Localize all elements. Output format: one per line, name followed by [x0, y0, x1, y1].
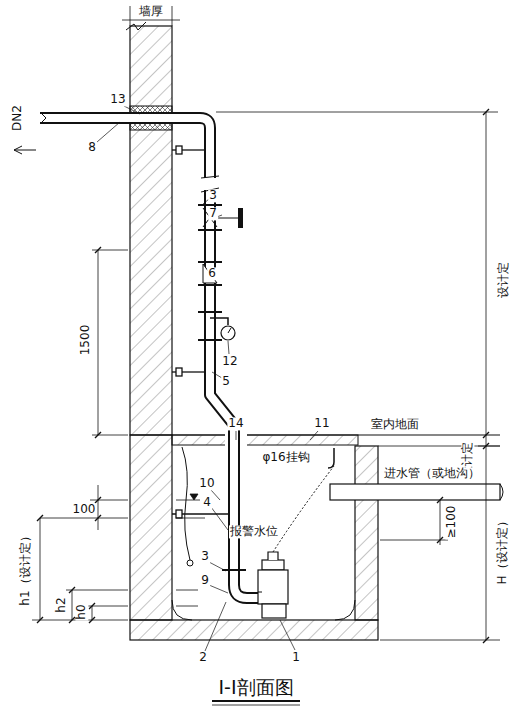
callout-number: 8: [87, 141, 97, 154]
callout-number: 3: [208, 189, 218, 202]
drawing-label: 报警水位: [229, 525, 279, 538]
drawing-label: H（设计定）: [496, 514, 509, 585]
callout-number: 3: [200, 550, 210, 563]
drawing-label: ≥100: [445, 505, 458, 540]
drawing-label: 100: [72, 503, 97, 516]
callout-number: 10: [198, 477, 215, 490]
callout-number: 5: [221, 375, 231, 388]
drawing-label: 墙厚: [138, 5, 164, 18]
callout-number: 11: [313, 417, 330, 430]
callout-number: 4: [202, 496, 212, 509]
drawing-label: h2: [55, 596, 68, 613]
callout-number: 14: [227, 417, 244, 430]
callout-number: 6: [207, 267, 217, 280]
drawing-label: h1（设计定）: [19, 529, 32, 606]
callout-number: 13: [109, 93, 126, 106]
drawing-label: DN2: [11, 104, 24, 132]
drawing-label: 1500: [79, 324, 92, 357]
section-title: I-I剖面图: [218, 677, 293, 698]
drawing-label: h0: [75, 603, 88, 620]
drawing-label: 室内地面: [370, 418, 420, 431]
callout-number: 2: [198, 651, 208, 664]
callout-number: 7: [208, 207, 218, 220]
drawing-label: 进水管（或地沟）: [383, 467, 481, 480]
callout-number: 1: [291, 651, 301, 664]
callout-number: 9: [200, 574, 210, 587]
drawing-label: φ16挂钩: [261, 451, 310, 464]
drawing-label: 设计定: [497, 261, 510, 299]
callout-number: 12: [221, 355, 238, 368]
